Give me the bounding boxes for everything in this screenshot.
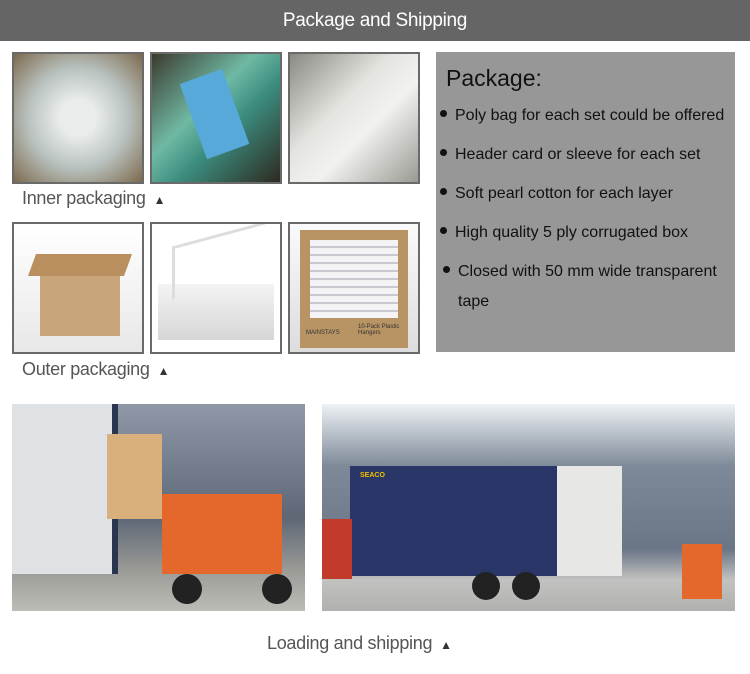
loading-shipping-caption: Loading and shipping ▲	[267, 633, 452, 654]
box-brand-text: MAINSTAYS	[306, 330, 340, 336]
outer-packaging-photo-1	[12, 222, 144, 354]
inner-packaging-photo-3	[288, 52, 420, 184]
outer-packaging-photo-3: MAINSTAYS 10-Pack Plastic Hangers	[288, 222, 420, 354]
package-item-text: Header card or sleeve for each set	[455, 146, 701, 163]
package-item: Soft pearl cotton for each layer	[440, 179, 732, 209]
outer-packaging-caption: Outer packaging ▲	[22, 359, 169, 380]
loading-photo-container-truck: SEACO	[322, 404, 735, 611]
package-item: Header card or sleeve for each set	[440, 140, 732, 170]
package-item: Closed with 50 mm wide transparent tape	[440, 257, 728, 317]
package-item-text: High quality 5 ply corrugated box	[455, 224, 689, 241]
container-brand-text: SEACO	[360, 472, 385, 479]
inner-packaging-caption: Inner packaging ▲	[22, 188, 165, 209]
inner-packaging-photo-1	[12, 52, 144, 184]
bullet-icon	[440, 149, 447, 157]
package-item-text: Poly bag for each set could be offered	[455, 107, 725, 124]
package-info-panel: Package: Poly bag for each set could be …	[436, 52, 735, 352]
bullet-icon	[440, 110, 447, 118]
outer-packaging-photo-2	[150, 222, 282, 354]
package-item: High quality 5 ply corrugated box	[440, 218, 732, 248]
loading-shipping-label: Loading and shipping	[267, 633, 433, 653]
triangle-up-icon: ▲	[440, 638, 452, 652]
triangle-up-icon: ▲	[157, 364, 170, 378]
loading-photo-forklift	[12, 404, 305, 611]
triangle-up-icon: ▲	[153, 193, 166, 207]
package-item-text: Closed with 50 mm wide transparent tape	[458, 263, 717, 310]
outer-packaging-label: Outer packaging	[22, 359, 150, 379]
inner-packaging-label: Inner packaging	[22, 188, 146, 208]
section-title: Package and Shipping	[0, 0, 750, 41]
bullet-icon	[443, 266, 450, 274]
bullet-icon	[440, 188, 447, 196]
bullet-icon	[440, 227, 447, 235]
box-label-text: 10-Pack Plastic Hangers	[358, 324, 400, 336]
inner-packaging-photo-2	[150, 52, 282, 184]
package-item-text: Soft pearl cotton for each layer	[455, 185, 673, 202]
package-item: Poly bag for each set could be offered	[440, 101, 732, 131]
package-title: Package:	[446, 65, 542, 91]
